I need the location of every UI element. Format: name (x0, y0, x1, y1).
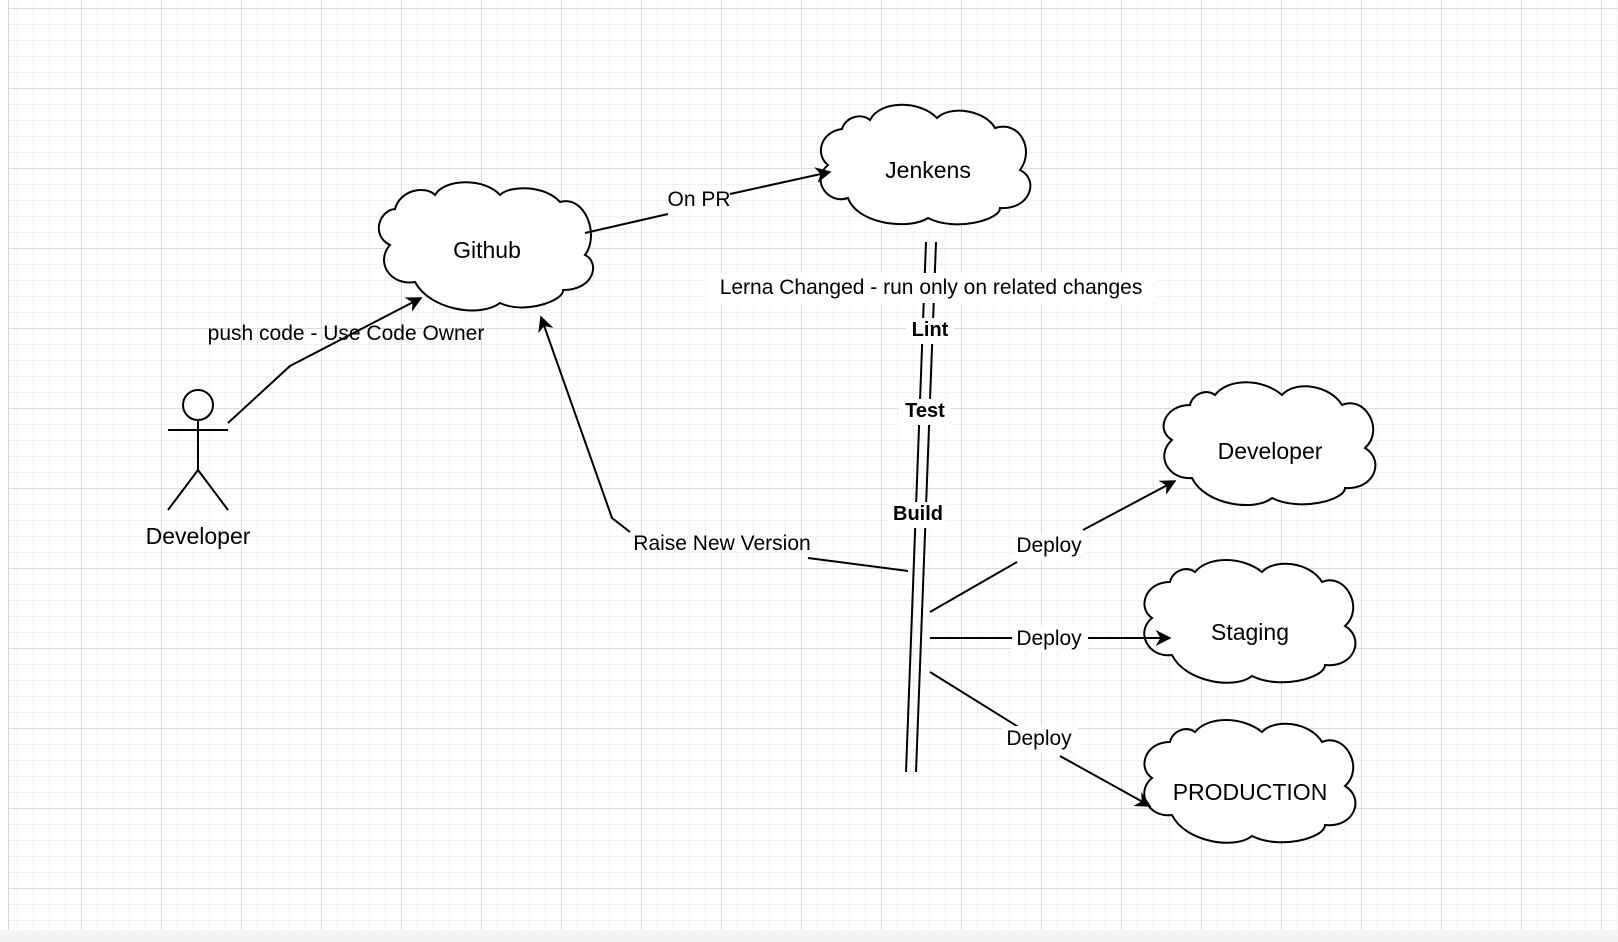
lerna-label: Lerna Changed - run only on related chan… (720, 276, 1143, 299)
production-env-label: PRODUCTION (1173, 779, 1328, 805)
deploy-dev-edge[interactable] (929, 481, 1175, 613)
developer-env-label: Developer (1218, 438, 1323, 464)
push-code-label: push code - Use Code Owner (208, 322, 485, 345)
deploy-prod-label: Deploy (1006, 727, 1072, 750)
raise-version-edge[interactable] (541, 317, 909, 572)
deploy-staging-label: Deploy (1016, 627, 1082, 650)
github-label: Github (453, 237, 521, 263)
deploy-prod-edge[interactable] (929, 671, 1150, 806)
staging-env-label: Staging (1211, 619, 1289, 645)
raise-version-label: Raise New Version (633, 532, 810, 555)
build-step-label: Build (893, 503, 943, 525)
developer-actor-label: Developer (146, 523, 251, 549)
push-code-edge[interactable] (227, 297, 423, 424)
github-cloud[interactable] (377, 181, 595, 312)
developer-actor-figure[interactable] (167, 389, 229, 511)
jenkins-label: Jenkens (885, 157, 971, 183)
jenkins-cloud[interactable] (819, 103, 1032, 226)
on-pr-edge[interactable] (584, 172, 830, 234)
label-backgrounds (707, 273, 1157, 752)
canvas-bottom-edge (0, 930, 1618, 942)
test-step-label: Test (905, 400, 945, 422)
deploy-dev-label: Deploy (1016, 534, 1082, 557)
lint-step-label: Lint (912, 319, 949, 341)
on-pr-label: On PR (667, 188, 730, 211)
staging-env-cloud[interactable] (1143, 559, 1357, 684)
